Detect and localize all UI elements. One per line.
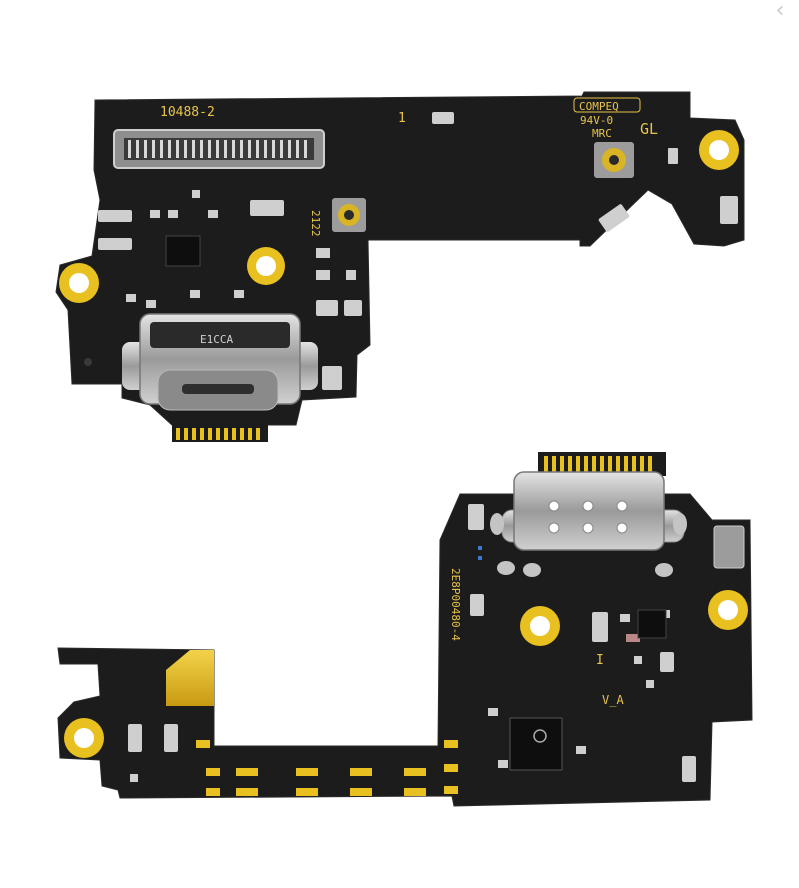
usb-c-connector-bottom [490, 452, 687, 577]
mounting-hole-right [699, 130, 739, 170]
ic-chip-small [637, 609, 667, 639]
chip-logo-icon [533, 729, 547, 743]
antenna-connector [332, 198, 366, 232]
vendor-label: COMPEQ [579, 100, 619, 113]
board-to-board-connector [113, 129, 325, 169]
connector-mark-label: E1CCA [200, 333, 233, 346]
date-code-label: 2122 [309, 210, 322, 237]
usb-c-connector-top [122, 313, 318, 442]
smd-components-top [98, 112, 738, 390]
mounting-hole-bottom-left [64, 718, 104, 758]
lot-code-label: 2E8P00480-4 [449, 568, 462, 641]
part-number-label: 10488-2 [160, 105, 215, 120]
mounting-hole-bottom-right [708, 590, 748, 630]
blue-led-components [478, 546, 482, 560]
marker-1-label: 1 [398, 111, 406, 126]
gl-label: GL [640, 120, 658, 138]
gold-pads [196, 740, 458, 796]
marker-i-label: I [596, 653, 604, 668]
mounting-hole-left [59, 263, 99, 303]
smd-components-bottom [128, 504, 696, 782]
ic-chip-top [165, 235, 201, 267]
top-board: 10488-2 1 2122 E1CCA COMPEQ 94V-0 MRC GL [55, 91, 745, 442]
mrc-label: MRC [592, 127, 612, 140]
bottom-board: 2E8P00480-4 I V_A [57, 452, 753, 807]
vendor-label-box [573, 97, 641, 113]
fiducial-dot [84, 358, 92, 366]
gold-contact-tab [166, 650, 214, 706]
version-label: V_A [602, 693, 624, 707]
mounting-hole-bottom-center [520, 606, 560, 646]
ic-chip-main [509, 717, 563, 771]
rating-label: 94V-0 [580, 114, 613, 127]
chevron-left-icon[interactable]: ‹ [775, 0, 785, 23]
mounting-hole-center [247, 247, 285, 285]
antenna-connector-right [594, 142, 634, 178]
microphone-component [713, 525, 745, 569]
